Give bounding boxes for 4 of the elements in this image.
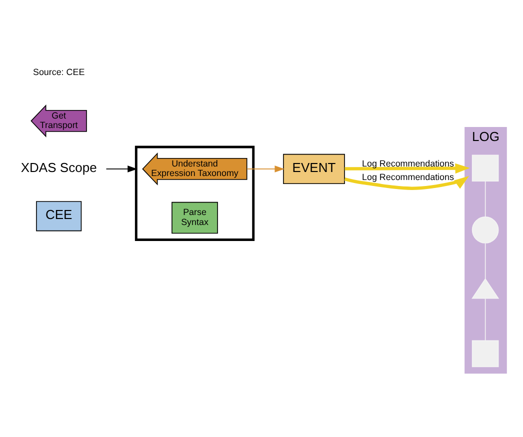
edge-label: Log Recommendations: [362, 158, 454, 168]
edge-label: Log Recommendations: [362, 172, 454, 182]
label: Source: CEE: [33, 66, 85, 77]
node-text: XDAS Scope: [20, 160, 97, 175]
